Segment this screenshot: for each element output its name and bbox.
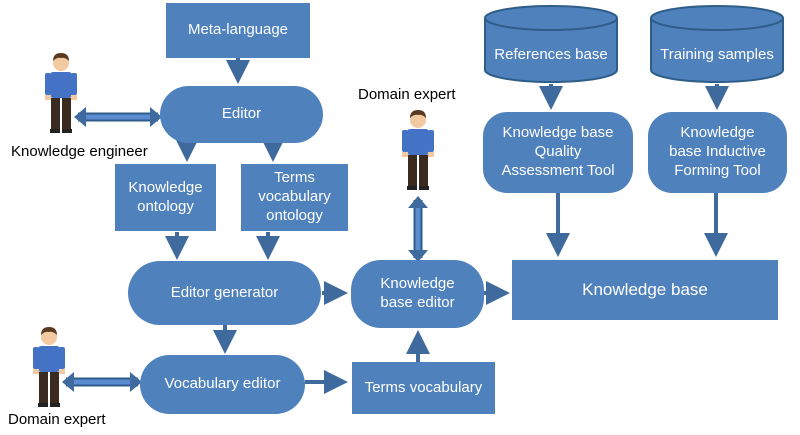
knowledge-base-label: Knowledge base bbox=[582, 280, 708, 300]
knowledge-engineer-label: Knowledge engineer bbox=[11, 143, 148, 160]
double-arrow-expert-kb-editor bbox=[408, 196, 428, 262]
knowledge-base-editor-label: Knowledge base editor bbox=[380, 275, 455, 311]
editor-box: Editor bbox=[160, 86, 323, 143]
vocabulary-editor-label: Vocabulary editor bbox=[164, 375, 281, 393]
domain-expert-top-figure bbox=[402, 110, 434, 190]
knowledge-engineer-figure bbox=[45, 53, 77, 133]
vocabulary-editor-box: Vocabulary editor bbox=[140, 355, 305, 414]
editor-generator-label: Editor generator bbox=[170, 283, 279, 301]
terms-vocabulary-box: Terms vocabulary bbox=[352, 362, 495, 414]
meta-language-label: Meta-language bbox=[187, 21, 289, 39]
knowledge-base-box: Knowledge base bbox=[512, 260, 778, 320]
terms-vocabulary-ontology-box: Terms vocabulary ontology bbox=[241, 164, 348, 231]
training-samples-label: Training samples bbox=[660, 45, 774, 63]
quality-assessment-tool-label: Knowledge base Quality Assessment Tool bbox=[501, 124, 615, 179]
references-base-cylinder bbox=[484, 5, 618, 83]
quality-assessment-tool-box: Knowledge base Quality Assessment Tool bbox=[483, 112, 633, 193]
domain-expert-bottom-figure bbox=[33, 327, 65, 407]
knowledge-ontology-label: Knowledge ontology bbox=[128, 178, 203, 215]
terms-vocabulary-ontology-label: Terms vocabulary ontology bbox=[258, 169, 331, 224]
editor-generator-box: Editor generator bbox=[128, 261, 321, 325]
double-arrow-expert-vocab-editor bbox=[62, 372, 142, 392]
inductive-forming-tool-box: Knowledge base Inductive Forming Tool bbox=[648, 112, 787, 193]
references-base-label: References base bbox=[494, 45, 608, 63]
terms-vocabulary-label: Terms vocabulary bbox=[364, 378, 483, 396]
inductive-forming-tool-label: Knowledge base Inductive Forming Tool bbox=[669, 124, 766, 179]
domain-expert-top-label: Domain expert bbox=[358, 86, 456, 103]
knowledge-base-editor-box: Knowledge base editor bbox=[351, 260, 484, 328]
double-arrow-engineer-editor bbox=[74, 107, 162, 127]
editor-label: Editor bbox=[221, 105, 262, 123]
domain-expert-bottom-label: Domain expert bbox=[8, 411, 106, 428]
meta-language-box: Meta-language bbox=[166, 3, 310, 58]
training-samples-cylinder bbox=[650, 5, 784, 83]
knowledge-ontology-box: Knowledge ontology bbox=[115, 164, 216, 231]
